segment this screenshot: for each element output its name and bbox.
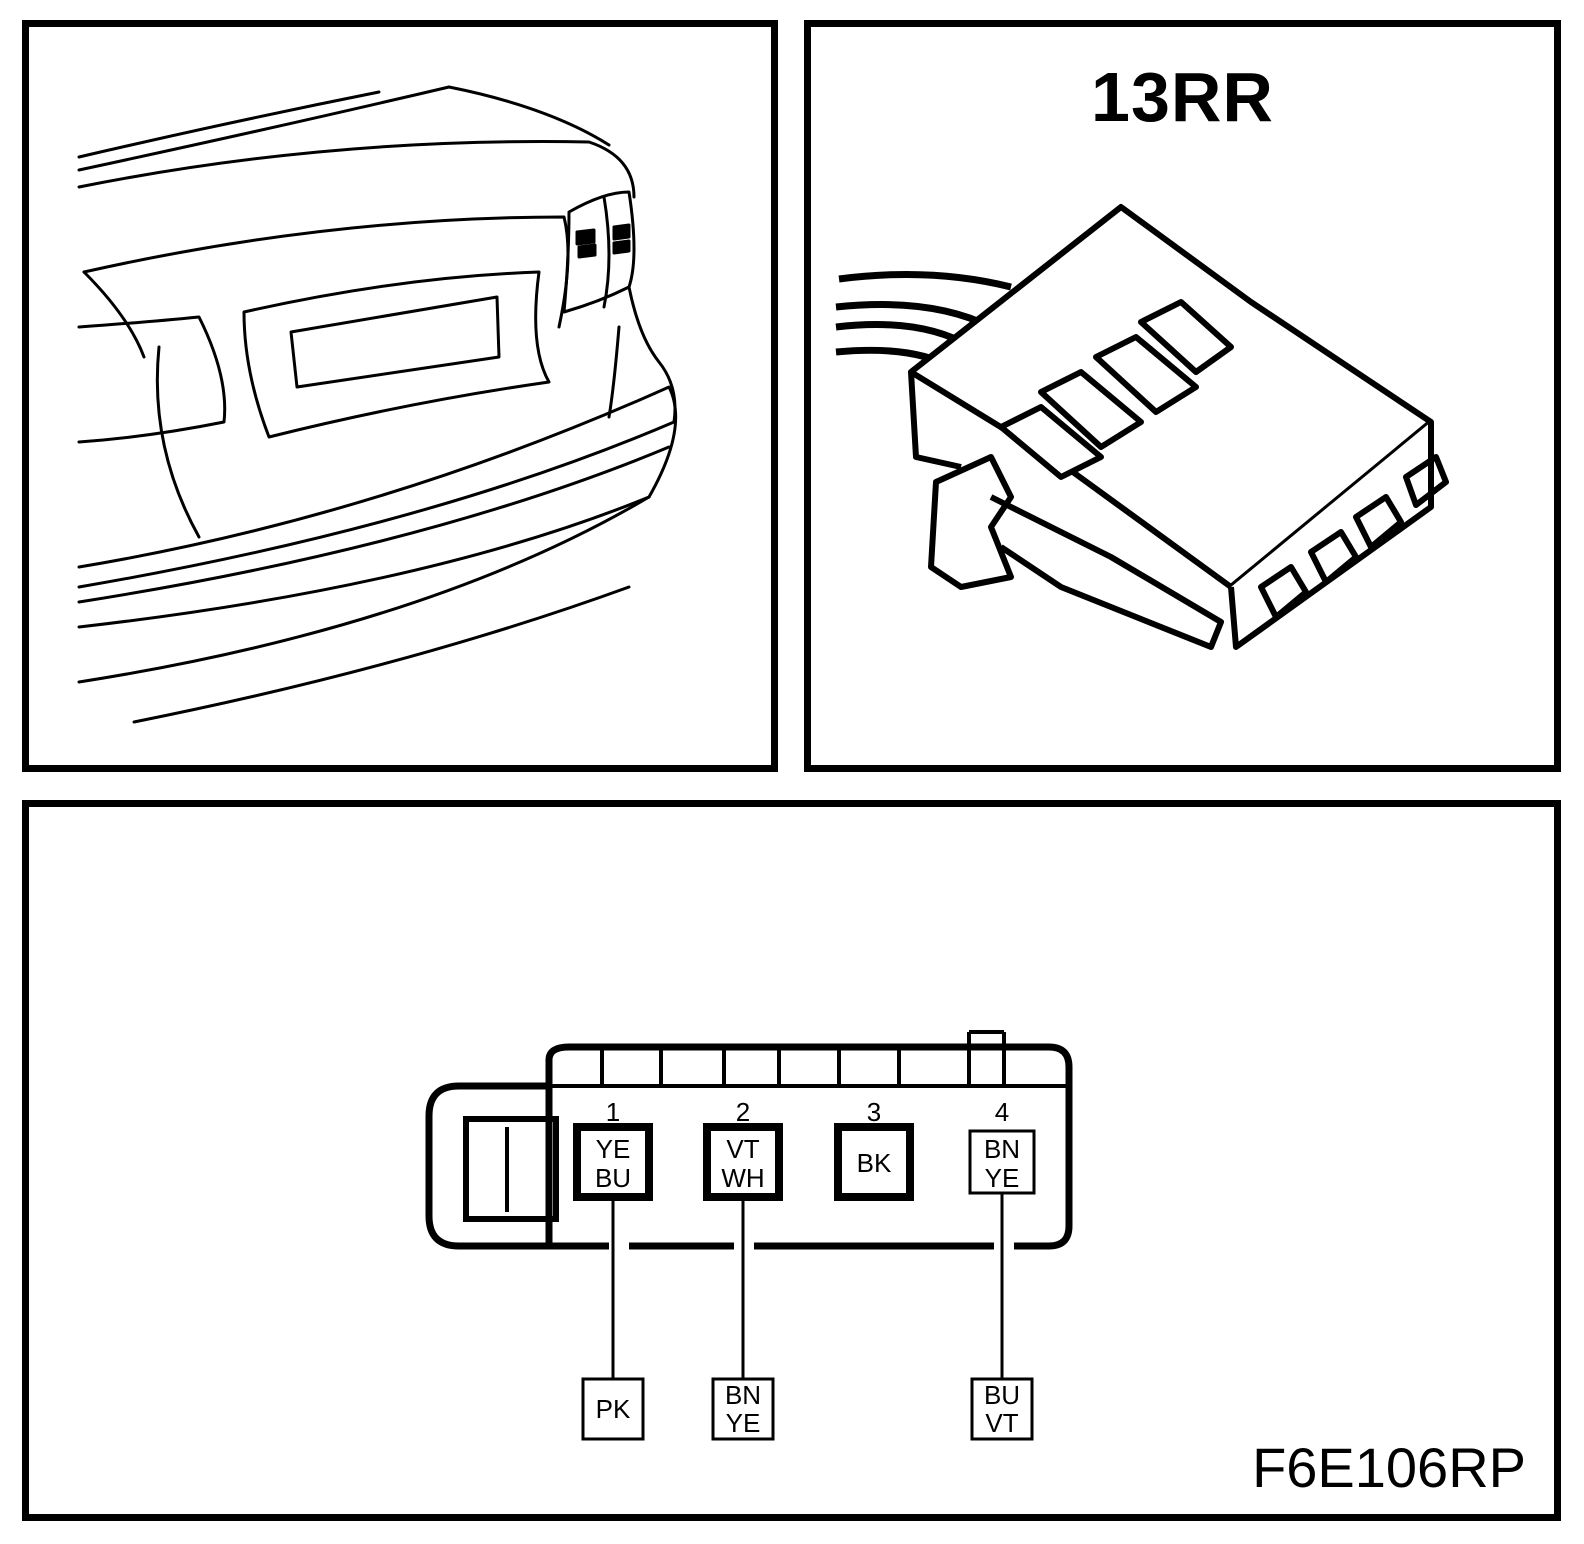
pin-2-lead-box (711, 1377, 775, 1441)
connector-view-panel: 13RR (804, 20, 1561, 772)
pin-2-number: 2 (736, 1097, 750, 1127)
pin-4-wire-top: BN (984, 1134, 1020, 1164)
pin-4-lead-bottom: VT (985, 1408, 1018, 1438)
pin-2-lead-top: BN (725, 1380, 761, 1410)
pin-4-number: 4 (995, 1097, 1009, 1127)
pin-2-wire-bottom: WH (721, 1163, 764, 1193)
connector-title: 13RR (1091, 58, 1274, 136)
pinout-diagram: 1 2 3 4 YE BU VT WH BK BN YE PK BN YE BU… (425, 1030, 1073, 1441)
pin-1-lead-box (581, 1377, 645, 1441)
pin-4-lead-box (970, 1377, 1034, 1441)
pin-1-number: 1 (606, 1097, 620, 1127)
pin-1-wire-bottom: BU (595, 1163, 631, 1193)
pinout-panel: 1 2 3 4 YE BU VT WH BK BN YE PK BN YE BU… (22, 800, 1561, 1521)
pin-2-wire-top: VT (726, 1134, 759, 1164)
pin-4-lead-top: BU (984, 1380, 1020, 1410)
pin-3-number: 3 (867, 1097, 881, 1127)
connector-3d-illustration (835, 204, 1449, 650)
pin-4-wire-bottom: YE (985, 1163, 1020, 1193)
pin-1-wire-top: YE (596, 1134, 631, 1164)
pin-3-wire-top: BK (857, 1148, 892, 1178)
pin-2-lead-bottom: YE (726, 1408, 761, 1438)
vehicle-rear-illustration (77, 85, 678, 724)
pin-1-lead-label: PK (596, 1394, 631, 1424)
pin-3-cavity (834, 1123, 914, 1201)
vehicle-location-panel (22, 20, 778, 772)
figure-id: F6E106RP (1252, 1436, 1526, 1499)
